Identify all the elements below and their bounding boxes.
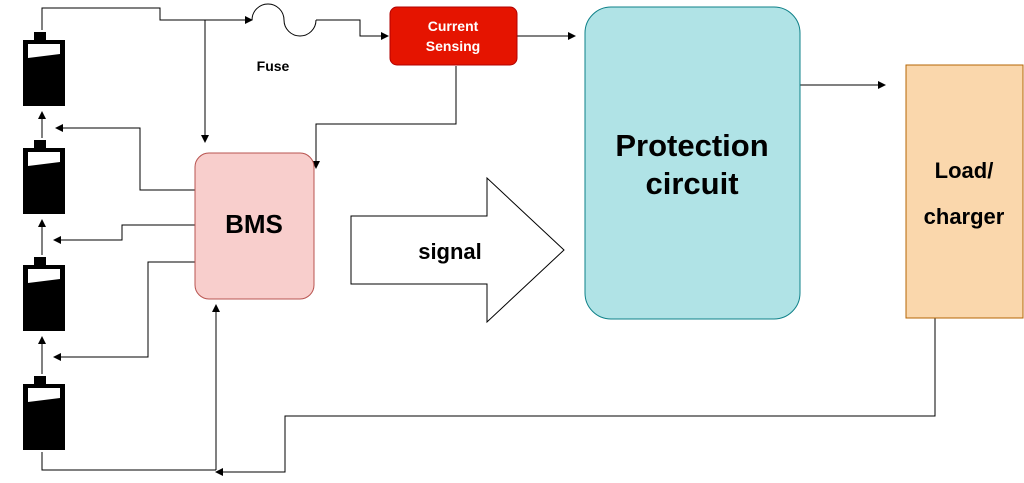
signal-label: signal — [418, 239, 482, 264]
load-label-line1: Load/ — [935, 158, 994, 183]
battery-4-icon — [23, 376, 65, 450]
battery-1-icon — [23, 32, 65, 106]
wires — [41, 7, 936, 476]
bms-label: BMS — [225, 209, 283, 239]
signal-arrow: signal — [350, 176, 565, 324]
battery-3-icon — [23, 257, 65, 331]
current-sensing-box: Current Sensing — [389, 6, 518, 66]
current-sensing-label-line1: Current — [428, 18, 479, 34]
current-sensing-label-line2: Sensing — [426, 38, 480, 54]
battery-2-icon — [23, 140, 65, 214]
protection-label-line1: Protection — [615, 128, 768, 163]
protection-circuit-box: Protection circuit — [584, 6, 801, 320]
fuse-icon — [251, 3, 317, 37]
fuse-label: Fuse — [257, 58, 290, 74]
load-label-line2: charger — [924, 204, 1005, 229]
bms-box: BMS — [194, 152, 315, 300]
protection-label-line2: circuit — [645, 166, 738, 201]
load-charger-box: Load/ charger — [905, 64, 1024, 319]
